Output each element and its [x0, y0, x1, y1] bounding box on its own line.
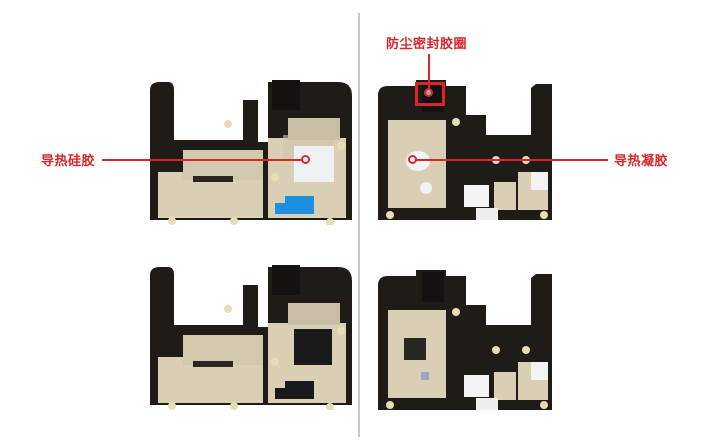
annotation-label-thermal-silicone: 导热硅胶: [41, 154, 96, 169]
annotation-label-thermal-gel: 导热凝胶: [614, 154, 669, 169]
annotation-target-thermal-silicone: [301, 155, 310, 164]
thermal-silicone-pad: [294, 146, 334, 182]
chip: [404, 338, 426, 360]
annotation-line-dust-seal: [428, 54, 430, 91]
soc-chip: [294, 329, 332, 365]
motherboard-left-bottom: [150, 265, 352, 410]
motherboard-right-bottom: [378, 270, 552, 410]
motherboard-right-top: [378, 80, 552, 220]
annotation-line-thermal-gel: [416, 159, 608, 161]
annotation-line-thermal-silicone: [102, 159, 302, 161]
annotation-target-dust-seal: [424, 88, 433, 97]
motherboard-left-top: [150, 80, 352, 225]
annotation-box-dust-seal: [415, 82, 445, 106]
panel-divider: [358, 13, 360, 437]
annotation-label-dust-seal: 防尘密封胶圈: [386, 37, 468, 52]
